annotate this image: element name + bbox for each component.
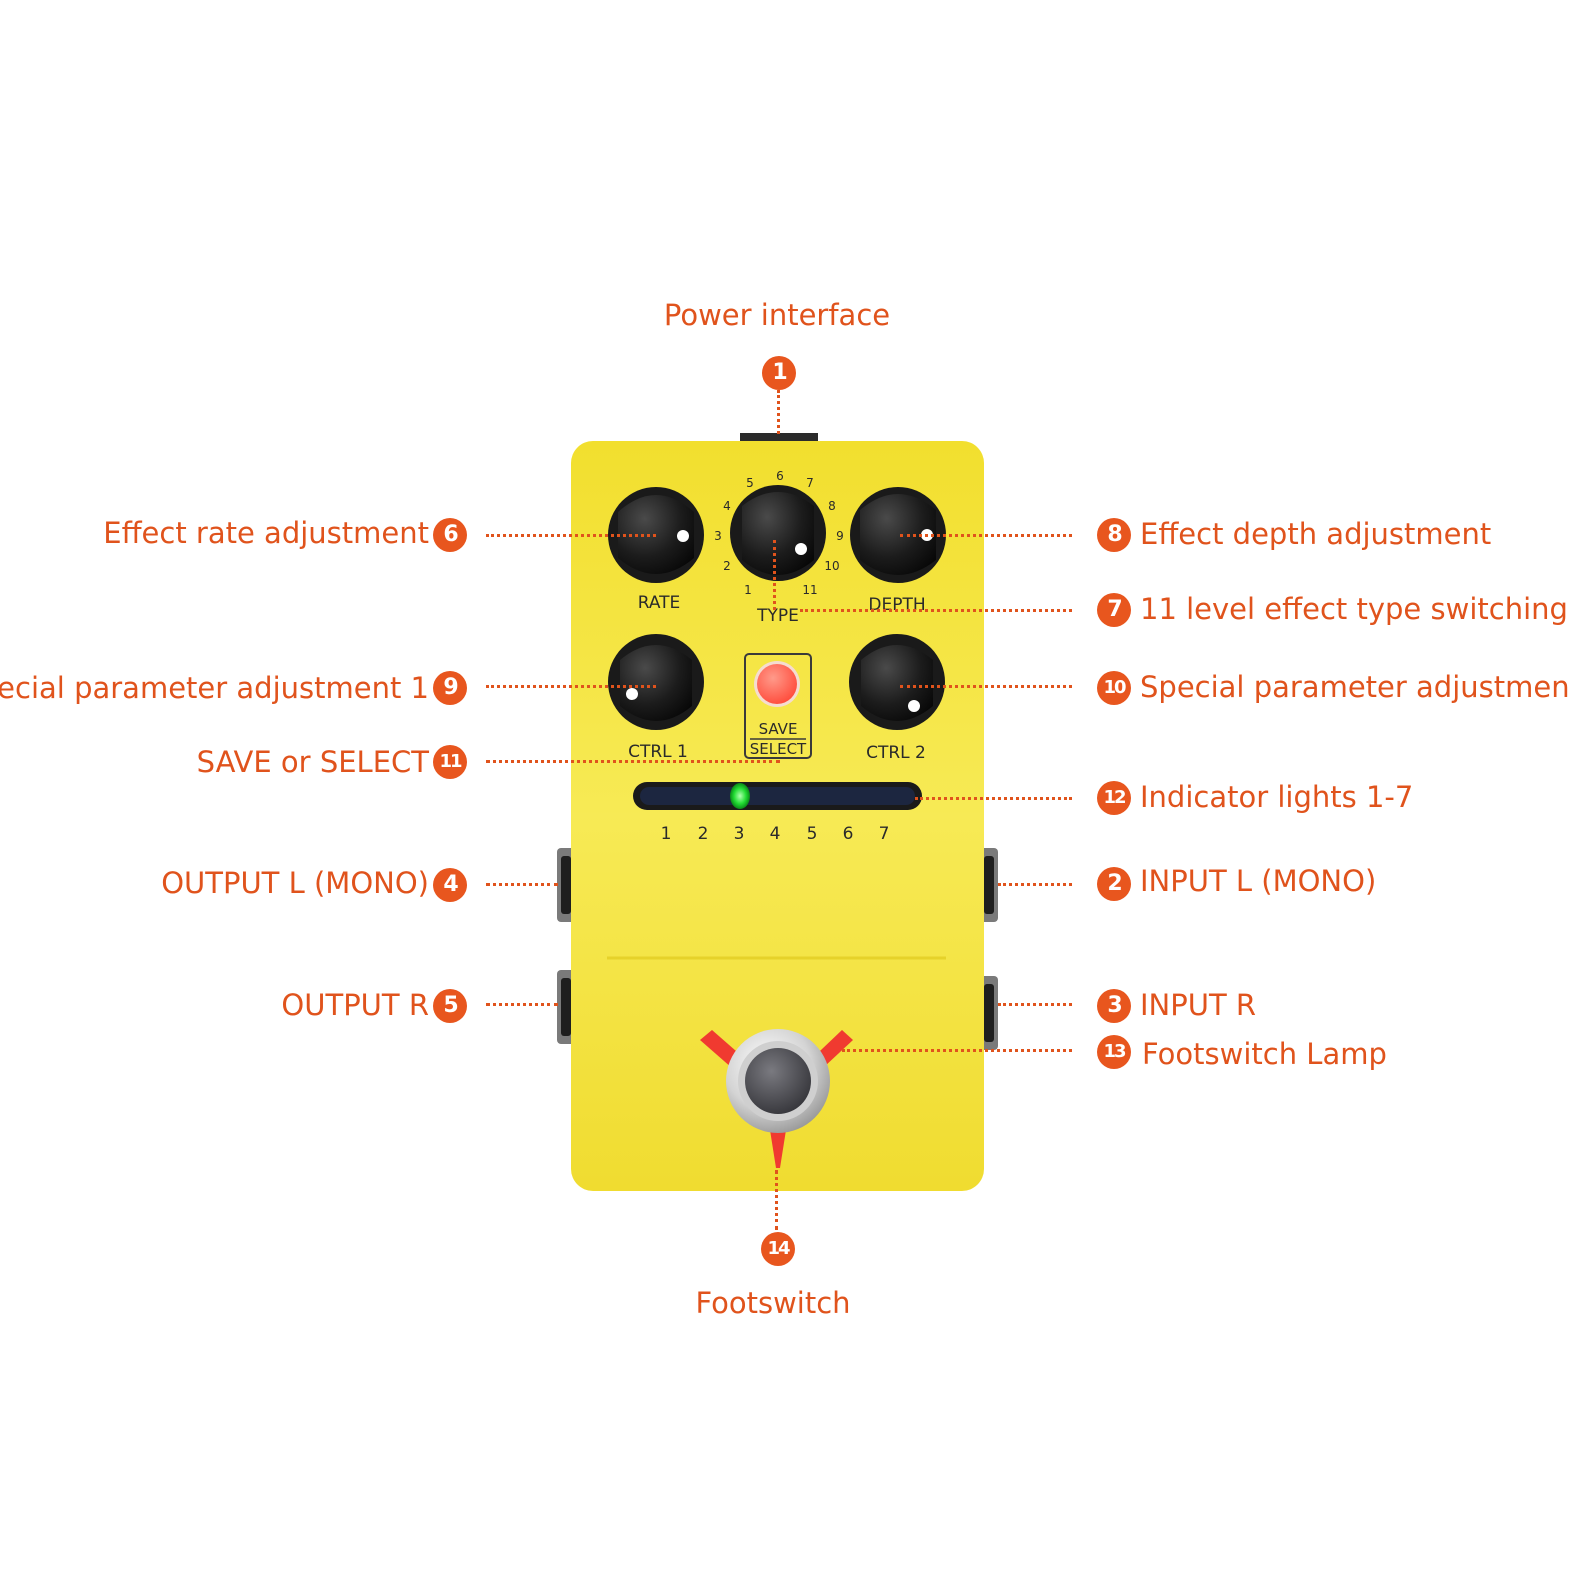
select-text: SELECT (750, 740, 807, 758)
callout-badge-1: 1 (762, 356, 796, 390)
callout-badge-3: 3 (1097, 989, 1131, 1023)
input-l-jack (980, 848, 998, 922)
indicator-led-3 (730, 783, 750, 809)
output-r-jack (557, 970, 575, 1044)
type-scale-mark: 8 (828, 499, 836, 513)
leader-line-3 (998, 1003, 1072, 1006)
indicator-number: 2 (698, 824, 709, 844)
leader-line-12 (915, 797, 1072, 800)
callout-badge-6: 6 (433, 518, 467, 552)
callout-label-7: 11 level effect type switching (1140, 592, 1568, 626)
callout-label-10: Special parameter adjustment 2 (1140, 670, 1569, 704)
indicator-number: 1 (661, 824, 672, 844)
ctrl1-knob[interactable] (608, 634, 704, 730)
type-label: TYPE (756, 606, 799, 626)
ctrl1-label: CTRL 1 (628, 742, 688, 762)
callout-label-5: OUTPUT R (281, 988, 429, 1022)
type-scale-mark: 7 (806, 476, 814, 490)
callout-label-9: Special parameter adjustment 1 (0, 671, 429, 705)
callout-label-8: Effect depth adjustment (1140, 517, 1492, 551)
leader-line-13 (842, 1049, 1072, 1052)
callout-label-11: SAVE or SELECT (196, 745, 429, 779)
save-select-button[interactable]: SAVE SELECT (744, 653, 812, 759)
callout-label-12: Indicator lights 1-7 (1140, 780, 1414, 814)
callout-badge-11: 11 (433, 745, 467, 779)
indicator-number: 5 (807, 824, 818, 844)
depth-label: DEPTH (868, 595, 925, 615)
type-scale-mark: 1 (744, 583, 752, 597)
leader-line-7-vertical (773, 540, 776, 610)
output-l-jack (557, 848, 575, 922)
type-scale-mark: 3 (714, 529, 722, 543)
save-text: SAVE (759, 720, 798, 738)
type-scale-mark: 11 (802, 583, 817, 597)
callout-badge-2: 2 (1097, 867, 1131, 901)
indicator-bar (633, 782, 922, 810)
type-scale: 1 2 3 4 5 6 7 8 9 10 11 (714, 469, 844, 597)
callout-badge-12: 12 (1097, 781, 1131, 815)
indicator-numbers: 1 2 3 4 5 6 7 (661, 824, 890, 844)
indicator-number: 4 (770, 824, 781, 844)
type-scale-mark: 9 (836, 529, 844, 543)
callout-badge-7: 7 (1097, 593, 1131, 627)
leader-line-9 (486, 685, 656, 688)
type-knob[interactable] (730, 485, 826, 581)
leader-line-11 (486, 760, 780, 763)
leader-line-4 (486, 883, 558, 886)
callout-badge-4: 4 (433, 868, 467, 902)
callout-label-14: Footswitch (695, 1286, 851, 1320)
pedal-body (571, 441, 984, 1191)
leader-line-14 (775, 1170, 778, 1230)
rate-label: RATE (638, 593, 681, 613)
callout-label-4: OUTPUT L (MONO) (161, 866, 429, 900)
ctrl2-knob[interactable] (849, 634, 945, 730)
leader-line-6 (486, 534, 656, 537)
callout-label-3: INPUT R (1140, 988, 1257, 1022)
type-scale-mark: 6 (776, 469, 784, 483)
indicator-number: 3 (734, 824, 745, 844)
indicator-number: 6 (843, 824, 854, 844)
depth-knob[interactable] (850, 487, 946, 583)
type-scale-mark: 5 (746, 476, 754, 490)
leader-line-1 (777, 390, 780, 434)
callout-badge-9: 9 (433, 671, 467, 705)
callout-badge-13: 13 (1097, 1035, 1131, 1069)
callout-badge-5: 5 (433, 989, 467, 1023)
type-scale-mark: 4 (723, 499, 731, 513)
callout-badge-14: 14 (761, 1232, 795, 1266)
callout-badge-8: 8 (1097, 518, 1131, 552)
indicator-number: 7 (879, 824, 890, 844)
input-r-jack (980, 976, 998, 1050)
leader-line-2 (998, 883, 1072, 886)
ctrl2-label: CTRL 2 (866, 743, 926, 763)
callout-label-6: Effect rate adjustment (103, 516, 429, 550)
callout-label-13: Footswitch Lamp (1142, 1037, 1387, 1071)
callout-label-1: Power interface (663, 298, 891, 332)
footswitch[interactable] (726, 1029, 830, 1133)
callout-label-2: INPUT L (MONO) (1140, 864, 1377, 898)
leader-line-8 (900, 534, 1072, 537)
leader-line-7 (800, 609, 1072, 612)
type-scale-mark: 2 (723, 559, 731, 573)
leader-line-5 (486, 1003, 558, 1006)
type-scale-mark: 10 (824, 559, 839, 573)
leader-line-10 (900, 685, 1072, 688)
callout-badge-10: 10 (1097, 671, 1131, 705)
rate-knob[interactable] (608, 487, 704, 583)
